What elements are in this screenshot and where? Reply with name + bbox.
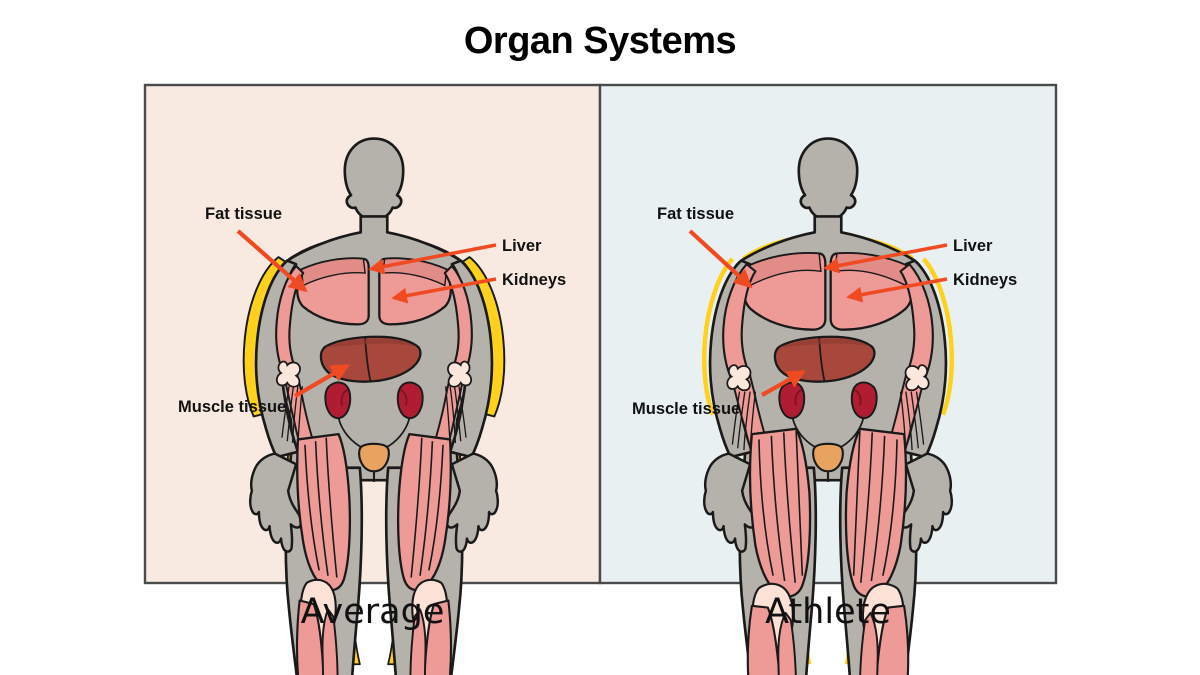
annotation-arrow-muscle-tissue bbox=[293, 364, 350, 398]
panel-average[interactable]: Fat tissue Liver Kidneys Muscle tissue bbox=[143, 83, 602, 675]
annotation-label-kidneys: Kidneys bbox=[502, 271, 566, 289]
annotation-arrow-kidneys bbox=[846, 277, 948, 303]
annotation-arrow-kidneys bbox=[391, 277, 497, 304]
annotation-label-muscle-tissue: Muscle tissue bbox=[632, 400, 740, 418]
annotation-label-liver: Liver bbox=[502, 237, 542, 255]
panel-athlete[interactable]: Fat tissue Liver Kidneys Muscle tissue bbox=[598, 83, 1058, 675]
panel-caption-athlete: Athlete bbox=[765, 592, 891, 632]
annotation-label-fat-tissue: Fat tissue bbox=[205, 205, 282, 223]
annotation-arrow-muscle-tissue bbox=[760, 370, 806, 397]
panel-caption-average: Average bbox=[300, 592, 445, 632]
annotation-label-kidneys: Kidneys bbox=[953, 271, 1017, 289]
annotation-arrow-liver bbox=[368, 243, 497, 275]
annotation-label-muscle-tissue: Muscle tissue bbox=[178, 398, 286, 416]
page-title: Organ Systems bbox=[463, 20, 737, 62]
annotation-label-fat-tissue: Fat tissue bbox=[657, 205, 734, 223]
annotation-arrow-fat-tissue bbox=[688, 229, 753, 289]
annotation-label-liver: Liver bbox=[953, 237, 993, 255]
annotation-arrow-liver bbox=[823, 243, 948, 274]
annotation-arrow-fat-tissue bbox=[236, 229, 308, 293]
